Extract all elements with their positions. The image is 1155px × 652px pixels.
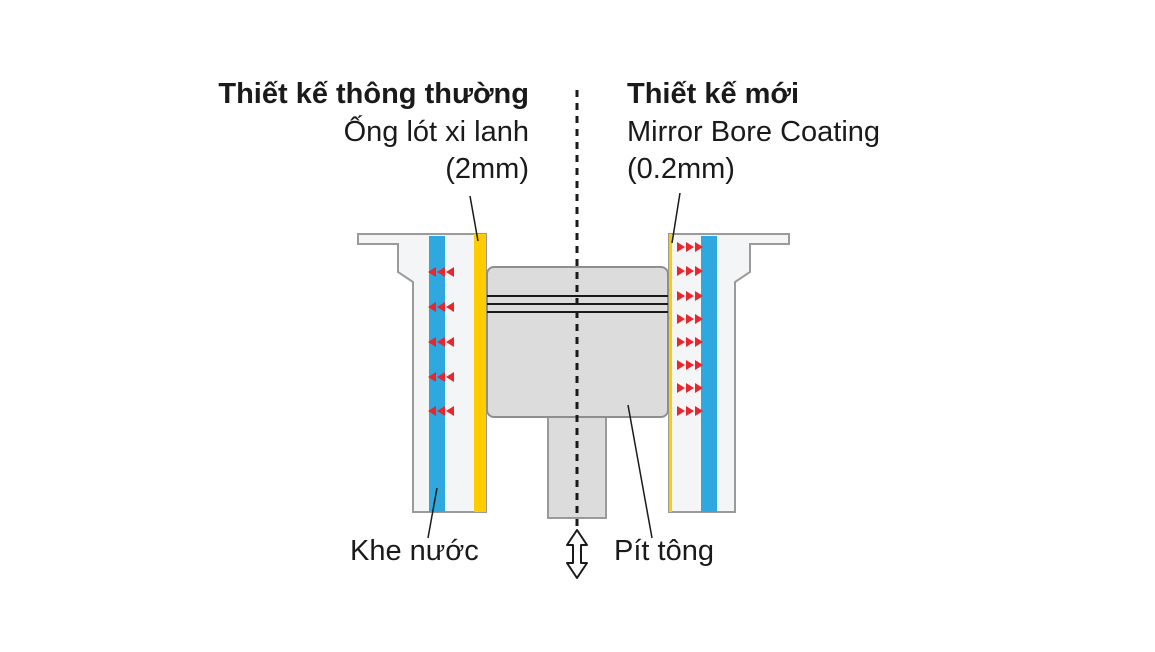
triple-triangle-arrow-icon xyxy=(695,360,703,370)
right-mirror-bore-coating xyxy=(669,234,672,512)
triple-triangle-arrow-icon xyxy=(428,337,436,347)
triple-triangle-arrow-icon xyxy=(695,242,703,252)
triple-triangle-arrow-icon xyxy=(428,372,436,382)
conventional-liner-label: Ống lót xi lanh xyxy=(343,116,529,148)
triple-triangle-arrow-icon xyxy=(686,266,694,276)
triple-triangle-arrow-icon xyxy=(437,302,445,312)
triple-triangle-arrow-icon xyxy=(428,406,436,416)
triple-triangle-arrow-icon xyxy=(446,372,454,382)
triple-triangle-arrow-icon xyxy=(677,266,685,276)
triple-triangle-arrow-icon xyxy=(686,242,694,252)
left-cylinder-liner xyxy=(474,234,486,512)
triple-triangle-arrow-icon xyxy=(695,406,703,416)
triple-triangle-arrow-icon xyxy=(677,242,685,252)
triple-triangle-arrow-icon xyxy=(686,406,694,416)
piston-label: Pít tông xyxy=(614,535,714,567)
triple-triangle-arrow-icon xyxy=(428,267,436,277)
conventional-thickness-label: (2mm) xyxy=(445,153,529,185)
triple-triangle-arrow-icon xyxy=(686,360,694,370)
triple-triangle-arrow-icon xyxy=(686,383,694,393)
triple-triangle-arrow-icon xyxy=(446,267,454,277)
triple-triangle-arrow-icon xyxy=(446,337,454,347)
triple-triangle-arrow-icon xyxy=(695,266,703,276)
triple-triangle-arrow-icon xyxy=(446,302,454,312)
triple-triangle-arrow-icon xyxy=(677,337,685,347)
water-jacket-label: Khe nước xyxy=(350,535,479,567)
triple-triangle-arrow-icon xyxy=(695,314,703,324)
triple-triangle-arrow-icon xyxy=(437,267,445,277)
triple-triangle-arrow-icon xyxy=(686,337,694,347)
left-heat-flow-arrows xyxy=(428,267,454,416)
leader-line-coating xyxy=(671,192,681,244)
triple-triangle-arrow-icon xyxy=(695,383,703,393)
triple-triangle-arrow-icon xyxy=(677,360,685,370)
triple-triangle-arrow-icon xyxy=(686,291,694,301)
right-water-jacket xyxy=(701,236,717,512)
triple-triangle-arrow-icon xyxy=(695,337,703,347)
triple-triangle-arrow-icon xyxy=(677,291,685,301)
triple-triangle-arrow-icon xyxy=(437,406,445,416)
conventional-design-title: Thiết kế thông thường xyxy=(218,78,529,110)
leader-line-water-jacket xyxy=(427,487,438,539)
triple-triangle-arrow-icon xyxy=(437,372,445,382)
triple-triangle-arrow-icon xyxy=(686,314,694,324)
triple-triangle-arrow-icon xyxy=(695,291,703,301)
triple-triangle-arrow-icon xyxy=(446,406,454,416)
leader-line-piston xyxy=(627,404,653,539)
new-design-title: Thiết kế mới xyxy=(627,78,800,110)
triple-triangle-arrow-icon xyxy=(437,337,445,347)
triple-triangle-arrow-icon xyxy=(677,383,685,393)
new-thickness-label: (0.2mm) xyxy=(627,153,735,185)
right-cylinder-block xyxy=(668,233,790,513)
double-arrow-vertical-icon xyxy=(566,529,588,579)
triple-triangle-arrow-icon xyxy=(428,302,436,312)
left-cylinder-block xyxy=(357,233,487,513)
triple-triangle-arrow-icon xyxy=(677,406,685,416)
right-heat-flow-arrows xyxy=(677,242,703,416)
triple-triangle-arrow-icon xyxy=(677,314,685,324)
leader-line-liner xyxy=(469,195,479,242)
new-coating-label: Mirror Bore Coating xyxy=(627,116,881,148)
